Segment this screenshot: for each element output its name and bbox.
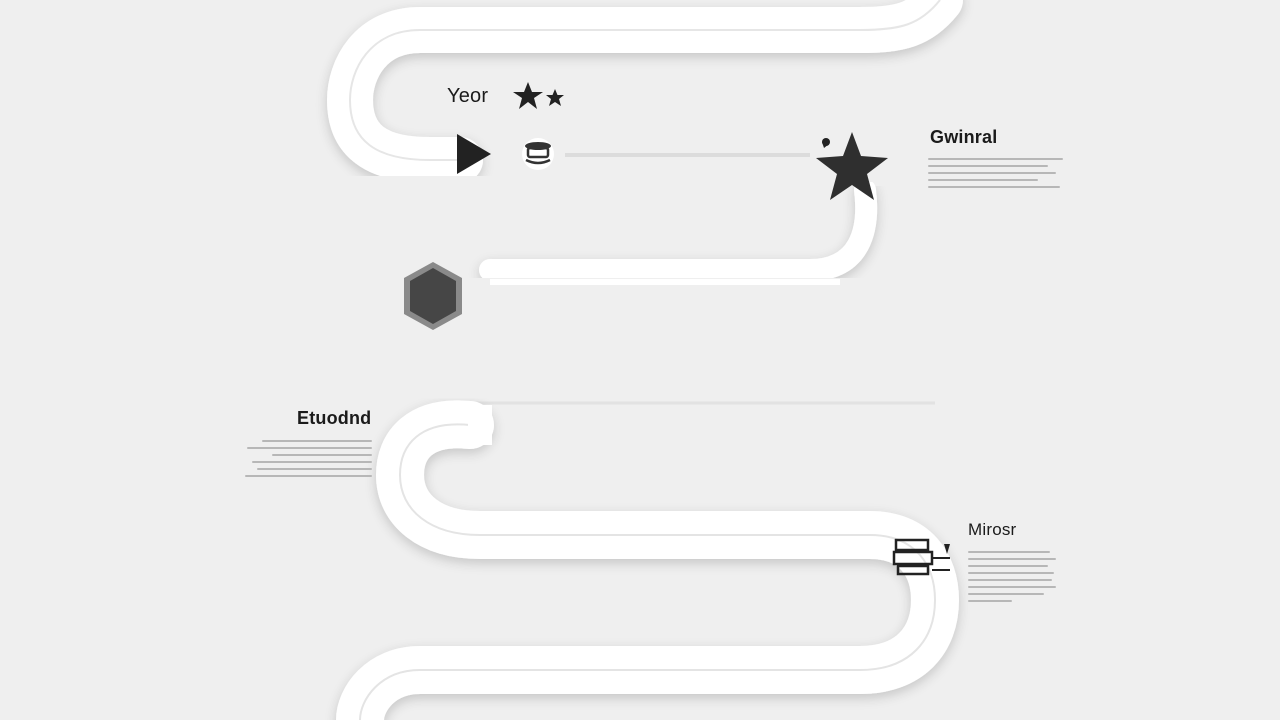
milestone-desc-second bbox=[245, 440, 372, 477]
road-notch bbox=[468, 405, 492, 445]
road-segment-lower bbox=[336, 400, 960, 720]
star-icon[interactable] bbox=[812, 128, 892, 204]
hexagon-icon[interactable] bbox=[402, 260, 464, 332]
milestone-title-second: Etuodnd bbox=[297, 408, 372, 428]
stars-icon bbox=[513, 82, 564, 109]
road-segment-top bbox=[326, 0, 963, 183]
milestone-title-general: Gwinral bbox=[930, 127, 998, 147]
printer-icon[interactable] bbox=[892, 532, 954, 580]
milestone-desc-general bbox=[928, 158, 1063, 188]
milestone-title-year: Yeor bbox=[447, 85, 489, 107]
graduation-cap-icon bbox=[522, 138, 554, 170]
road-segment-right bbox=[479, 179, 878, 281]
play-icon[interactable] bbox=[455, 132, 493, 176]
milestone-desc-minor bbox=[968, 551, 1056, 602]
milestone-title-minor: Mirosr bbox=[968, 520, 1017, 539]
